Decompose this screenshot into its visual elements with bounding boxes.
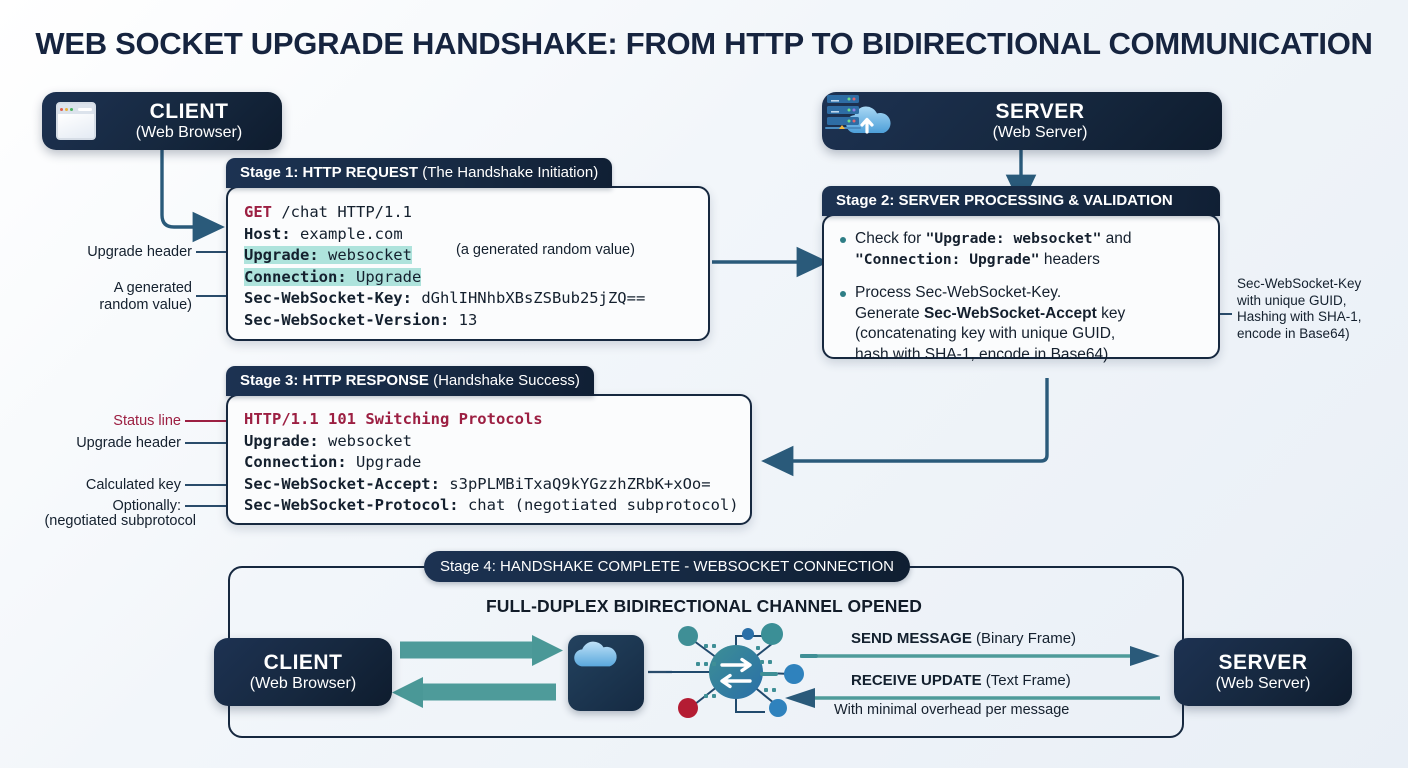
stage-2-title: Stage 2: SERVER PROCESSING & VALIDATION xyxy=(836,192,1173,209)
stage-2-bullet-1: Check for "Upgrade: websocket" and "Conn… xyxy=(838,229,1204,270)
client-sub: (Web Browser) xyxy=(135,123,243,141)
anno-upgrade-header-3: Upgrade header xyxy=(76,435,181,451)
connector-stage2-to-stage3 xyxy=(761,378,1049,477)
code-line-version: Sec-WebSocket-Version: 13 xyxy=(244,310,478,329)
client-endpoint[interactable]: CLIENT (Web Browser) xyxy=(42,92,282,150)
stage-2-card: Stage 2: SERVER PROCESSING & VALIDATION … xyxy=(822,186,1220,363)
stage-2-bullets: Check for "Upgrade: websocket" and "Conn… xyxy=(838,229,1204,365)
anno-upgrade-header-1: Upgrade header xyxy=(87,244,192,260)
code-line-protocol: Sec-WebSocket-Protocol: chat (negotiated… xyxy=(244,496,739,514)
stage-3-subtitle: (Handshake Success) xyxy=(433,372,580,389)
stage-3-body: HTTP/1.1 101 Switching Protocols Upgrade… xyxy=(226,394,752,525)
cloud-icon xyxy=(574,641,617,667)
anno-optionally: Optionally: xyxy=(112,498,181,514)
stage4-server-name: SERVER xyxy=(1218,651,1308,675)
client-name: CLIENT xyxy=(149,100,229,124)
stage-4-badge: Stage 4: HANDSHAKE COMPLETE - WEBSOCKET … xyxy=(424,551,910,582)
server-sub: (Web Server) xyxy=(992,123,1088,141)
stage-3-title: Stage 3: HTTP RESPONSE xyxy=(240,372,429,389)
code-line-status: HTTP/1.1 101 Switching Protocols xyxy=(244,410,543,428)
browser-window-icon xyxy=(56,102,96,140)
anno-status-line: Status line xyxy=(113,413,181,429)
stage-3-card: Stage 3: HTTP RESPONSE (Handshake Succes… xyxy=(226,366,752,525)
stage4-server-sub: (Web Server) xyxy=(1215,674,1311,692)
stage-1-subtitle: (The Handshake Initiation) xyxy=(422,164,599,181)
stage-1-header: Stage 1: HTTP REQUEST (The Handshake Ini… xyxy=(226,158,613,188)
anno-calculated-key: Calculated key xyxy=(85,477,181,493)
code-line-accept: Sec-WebSocket-Accept: s3pPLMBiTxaQ9kYGzz… xyxy=(244,474,711,493)
stage-2-header: Stage 2: SERVER PROCESSING & VALIDATION xyxy=(822,186,1220,216)
server-name: SERVER xyxy=(995,100,1085,124)
server-rack-icon xyxy=(825,95,861,129)
stage-2-side-note: Sec-WebSocket-Key with unique GUID, Hash… xyxy=(1237,276,1362,341)
label-receive-update: RECEIVE UPDATE (Text Frame) xyxy=(851,672,1071,689)
server-endpoint[interactable]: SERVER (Web Server) xyxy=(822,92,1222,150)
stage-1-body: GET /chat HTTP/1.1 Host: example.com Upg… xyxy=(226,186,710,341)
anno-negotiated-subprotocol: (negotiated subprotocol xyxy=(44,513,196,529)
bidirectional-network-hub-icon xyxy=(666,623,818,718)
stage4-cloud-tile xyxy=(568,635,644,711)
code-line-host: Host: example.com xyxy=(244,224,403,243)
stage-1-code: GET /chat HTTP/1.1 Host: example.com Upg… xyxy=(244,202,692,331)
stage-3-header: Stage 3: HTTP RESPONSE (Handshake Succes… xyxy=(226,366,594,396)
stage-3-code: HTTP/1.1 101 Switching Protocols Upgrade… xyxy=(244,409,739,517)
code-line-key: Sec-WebSocket-Key: dGhlIHNhbXBsZSBub25jZ… xyxy=(244,289,646,307)
stage4-client-sub: (Web Browser) xyxy=(249,674,357,692)
anno-generated-random-value: A generated random value) xyxy=(99,280,192,313)
code-line-upgrade-3: Upgrade: websocket xyxy=(244,431,412,450)
stage-4-subtitle: FULL-DUPLEX BIDIRECTIONAL CHANNEL OPENED xyxy=(485,596,922,616)
label-send-message: SEND MESSAGE (Binary Frame) xyxy=(851,630,1077,647)
page-title: WEB SOCKET UPGRADE HANDSHAKE: FROM HTTP … xyxy=(35,26,1373,61)
code-line-connection: Connection: Upgrade xyxy=(244,267,422,286)
code-line-get: GET /chat HTTP/1.1 xyxy=(244,203,412,221)
stage4-client-name: CLIENT xyxy=(263,651,343,675)
stage-1-title: Stage 1: HTTP REQUEST xyxy=(240,164,419,181)
code-line-connection-3: Connection: Upgrade xyxy=(244,453,422,471)
stage-2-body: Check for "Upgrade: websocket" and "Conn… xyxy=(822,214,1220,363)
stage4-client-box[interactable]: CLIENT (Web Browser) xyxy=(214,638,392,706)
connector-client-to-stage1 xyxy=(160,150,225,243)
label-overhead-note: With minimal overhead per message xyxy=(834,702,1070,718)
stage-1-inline-note: (a generated random value) xyxy=(456,242,635,258)
code-line-upgrade: Upgrade: websocket xyxy=(244,246,412,264)
stage-2-bullet-2: Process Sec-WebSocket-Key. Generate Sec-… xyxy=(838,283,1204,365)
stage-1-card: Stage 1: HTTP REQUEST (The Handshake Ini… xyxy=(226,158,710,341)
stage4-server-box[interactable]: SERVER (Web Server) xyxy=(1174,638,1352,706)
